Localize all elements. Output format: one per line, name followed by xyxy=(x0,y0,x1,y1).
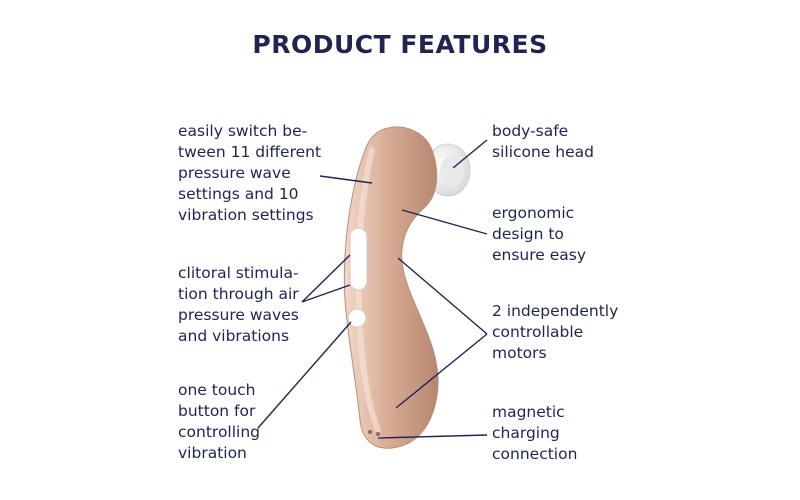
leader-stimulation-b xyxy=(301,284,351,303)
leader-stimulation-a xyxy=(301,254,351,303)
feature-line: controlling xyxy=(178,423,261,441)
feature-ergonomic-design: ergonomic design to ensure easy xyxy=(492,203,586,266)
feature-line: ergonomic xyxy=(492,204,575,222)
feature-pressure-settings: easily switch be- tween 11 different pre… xyxy=(178,121,321,226)
leader-lines xyxy=(257,139,488,439)
silicone-head xyxy=(425,143,471,197)
control-buttons xyxy=(347,227,368,328)
page-title: PRODUCT FEATURES xyxy=(252,30,548,59)
feature-line: one touch xyxy=(178,381,256,399)
leader-silicone-head xyxy=(452,139,488,169)
leader-pressure-settings xyxy=(319,175,373,184)
feature-motors: 2 independently controllable motors xyxy=(492,301,618,364)
feature-line: vibration settings xyxy=(178,206,314,224)
feature-line: settings and 10 xyxy=(178,185,299,203)
feature-silicone-head: body-safe silicone head xyxy=(492,121,594,163)
leader-one-touch xyxy=(257,321,352,429)
feature-line: pressure waves xyxy=(178,306,299,324)
feature-line: design to xyxy=(492,225,564,243)
device-body xyxy=(343,126,439,449)
feature-magnetic-charging: magnetic charging connection xyxy=(492,402,577,465)
feature-line: pressure wave xyxy=(178,164,291,182)
feature-one-touch-button: one touch button for controlling vibrati… xyxy=(178,380,260,464)
feature-line: tween 11 different xyxy=(178,143,322,161)
feature-line: clitoral stimula- xyxy=(178,264,299,282)
leader-charging xyxy=(377,434,488,439)
feature-line: and vibrations xyxy=(178,327,290,345)
feature-line: body-safe xyxy=(492,122,569,140)
charging-contacts xyxy=(368,430,380,436)
feature-line: easily switch be- xyxy=(178,122,308,140)
feature-clitoral-stimulation: clitoral stimula- tion through air press… xyxy=(178,263,299,347)
feature-line: magnetic xyxy=(492,403,565,421)
feature-line: connection xyxy=(492,445,578,463)
feature-line: motors xyxy=(492,344,547,362)
feature-line: silicone head xyxy=(492,143,594,161)
leader-motors-a xyxy=(397,257,488,335)
leader-ergonomic xyxy=(401,209,488,235)
feature-line: charging xyxy=(492,424,560,442)
feature-line: controllable xyxy=(492,323,584,341)
feature-line: vibration xyxy=(178,444,247,462)
feature-line: ensure easy xyxy=(492,246,587,264)
feature-line: button for xyxy=(178,402,256,420)
feature-line: tion through air xyxy=(178,285,299,303)
leader-motors-b xyxy=(395,333,488,409)
feature-line: 2 independently xyxy=(492,302,619,320)
